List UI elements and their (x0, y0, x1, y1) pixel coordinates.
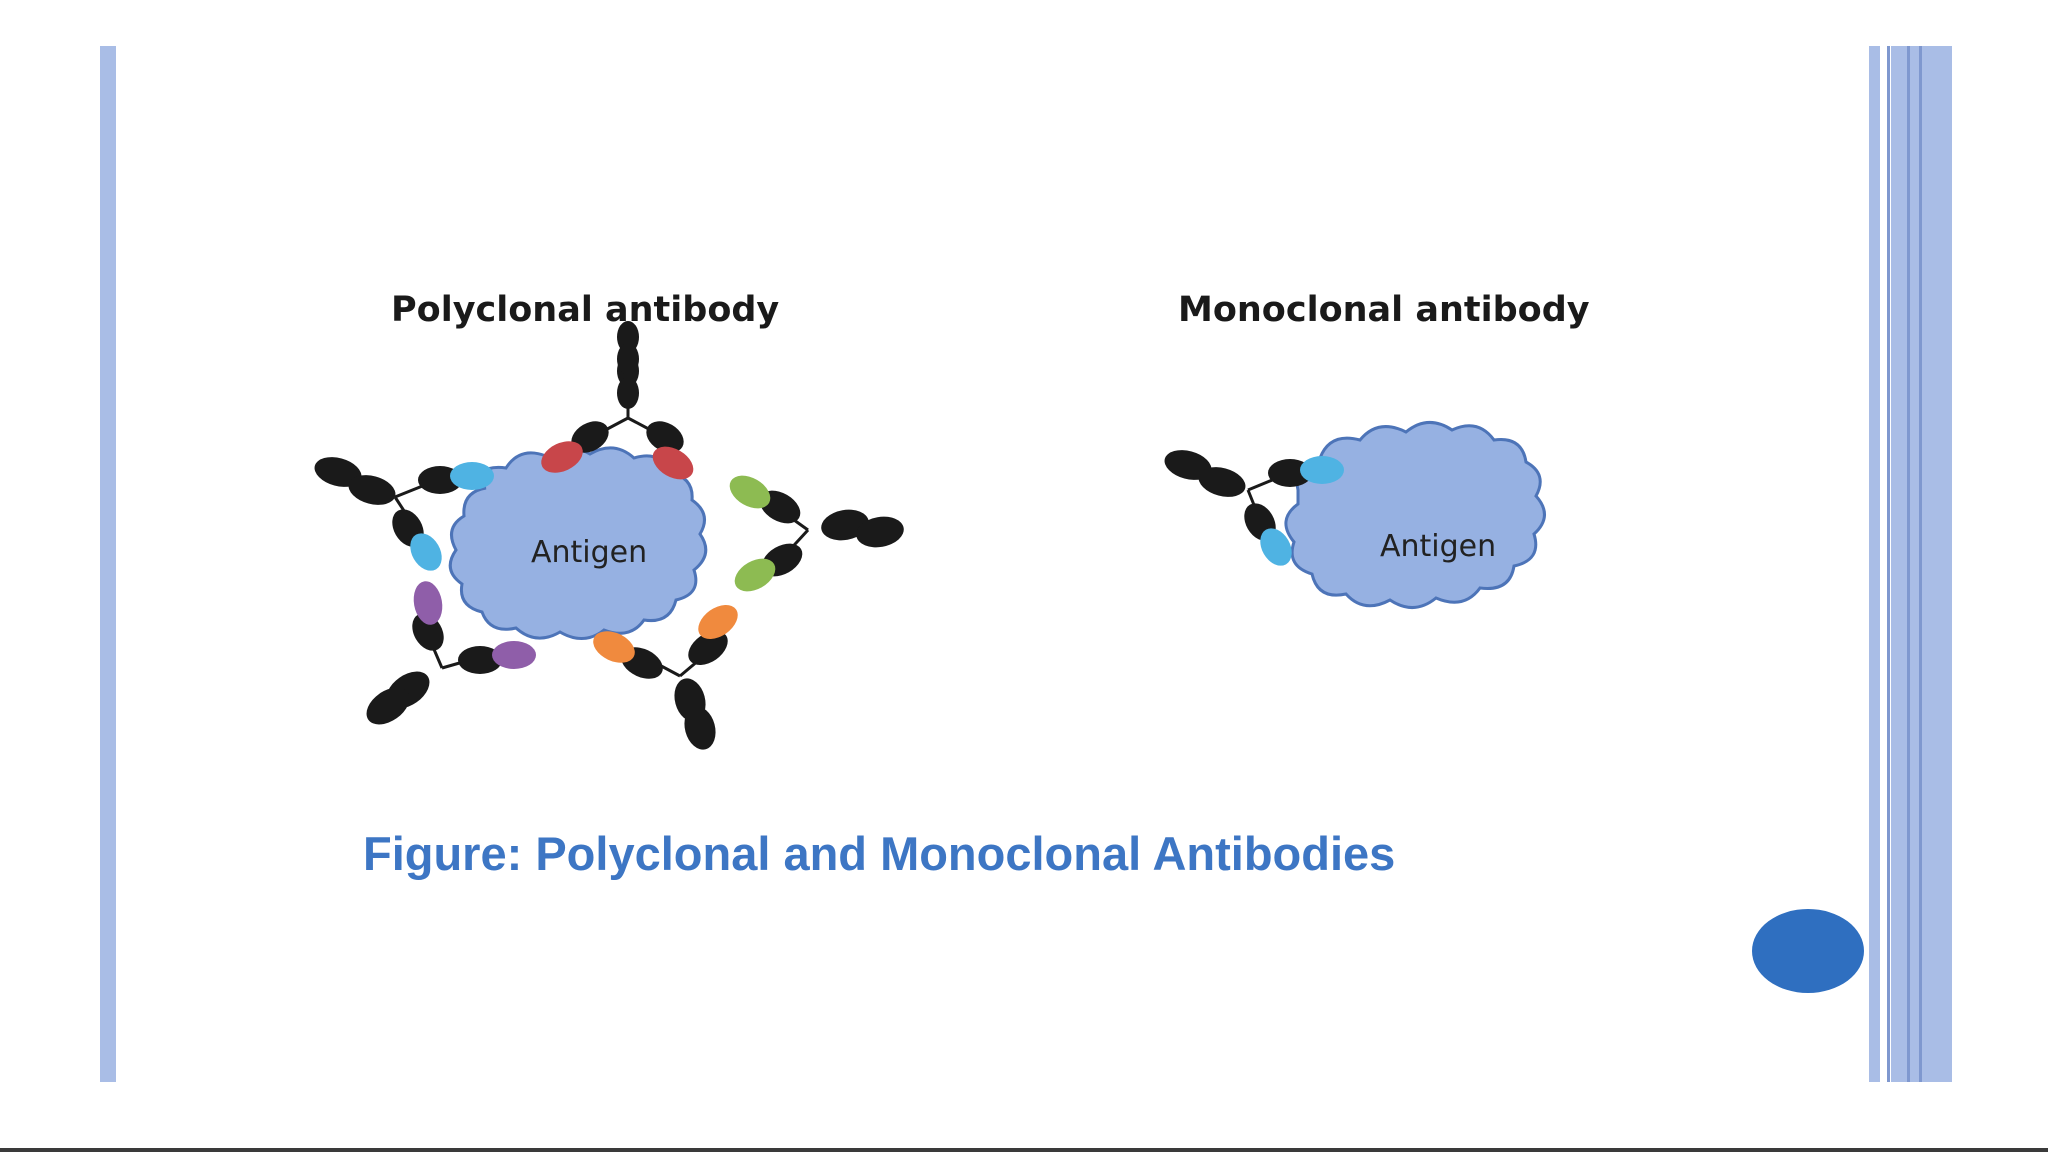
right-accent-bar-3 (1891, 46, 1907, 1082)
monoclonal-antigen (1284, 421, 1546, 609)
antibody-bottom (593, 604, 738, 750)
right-accent-bar-2 (1887, 46, 1890, 1082)
right-accent-bar-1 (1869, 46, 1880, 1082)
polyclonal-antigen (448, 446, 708, 640)
antibody-lower-left (366, 581, 536, 725)
left-accent-bar (100, 46, 116, 1082)
antibody-top (541, 321, 694, 480)
polyclonal-title: Polyclonal antibody (391, 290, 780, 330)
right-accent-bar-5 (1910, 46, 1919, 1082)
circle-button-icon[interactable] (1752, 909, 1864, 993)
right-accent-bar-4 (1907, 46, 1910, 1082)
right-accent-bar-6 (1919, 46, 1922, 1082)
antibody-right (729, 475, 904, 592)
antibody-upper-left (314, 457, 494, 571)
monoclonal-antigen-label: Antigen (1380, 529, 1496, 564)
bottom-divider (0, 1148, 2048, 1152)
polyclonal-antigen-label: Antigen (531, 535, 647, 570)
figure-caption: Figure: Polyclonal and Monoclonal Antibo… (363, 827, 1396, 880)
right-accent-bar-7 (1922, 46, 1952, 1082)
monoclonal-title: Monoclonal antibody (1178, 290, 1590, 330)
antibody-monoclonal (1164, 450, 1344, 566)
